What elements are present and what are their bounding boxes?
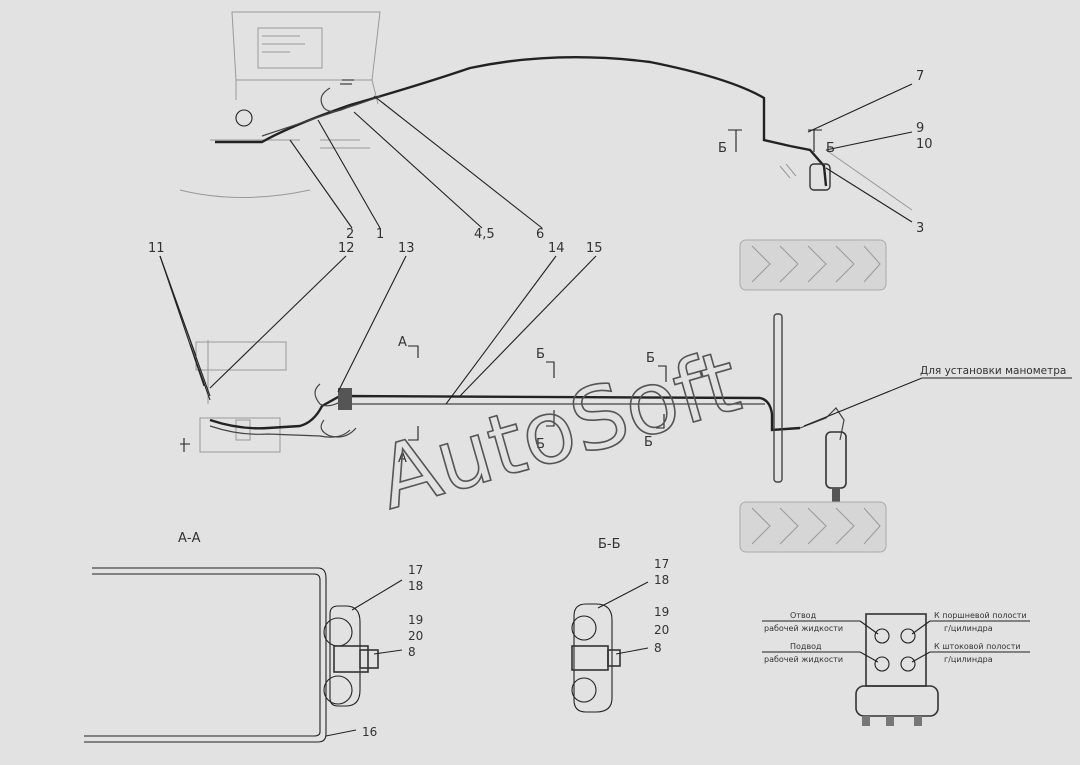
middle-leaders (159, 255, 1072, 427)
section-mark-a-bottom: А (398, 451, 407, 466)
section-mark-b-mid-3: Б (646, 351, 655, 366)
manometer-note: Для установки манометра (920, 365, 1066, 377)
callout-2: 2 (346, 227, 354, 242)
section-bb-label-17: 17 (654, 557, 669, 571)
valve-left-top-1: Отвод (790, 611, 817, 620)
section-mark-b-mid-2: Б (536, 437, 545, 452)
section-mark-b-mid-4: Б (644, 435, 653, 450)
callout-3: 3 (916, 221, 924, 236)
section-aa-label-18: 18 (408, 579, 423, 593)
section-bb-labels: Б-Б 17 18 19 20 8 (598, 537, 669, 655)
callout-12: 12 (338, 241, 355, 256)
section-bb-title: Б-Б (598, 537, 621, 552)
section-bb-label-19: 19 (654, 605, 669, 619)
valve-left-bottom-1: Подвод (790, 642, 822, 651)
valve-left-bottom-2: рабочей жидкости (764, 655, 843, 664)
section-mark-b-top-2: Б (826, 141, 835, 156)
valve-block-labels: Отвод рабочей жидкости Подвод рабочей жи… (764, 611, 1027, 664)
section-bb-label-18: 18 (654, 573, 669, 587)
section-aa-label-20: 20 (408, 629, 423, 643)
section-bb-label-8: 8 (654, 641, 662, 655)
callout-11: 11 (148, 241, 165, 256)
callout-labels: 2 1 4,5 6 7 9 10 3 11 12 13 14 15 (148, 69, 933, 256)
section-mark-b-top-1: Б (718, 141, 727, 156)
section-aa-label-19: 19 (408, 613, 423, 627)
callout-10: 10 (916, 137, 933, 152)
valve-right-bottom-1: К штоковой полости (934, 642, 1021, 651)
wheel-bottom (739, 501, 887, 553)
section-mark-labels: Б Б А А Б Б Б Б (398, 141, 835, 466)
section-aa-label-17: 17 (408, 563, 423, 577)
top-leaders (289, 83, 913, 229)
middle-section-marks (408, 345, 667, 441)
callout-1: 1 (376, 227, 384, 242)
callout-13: 13 (398, 241, 415, 256)
section-mark-a-top: А (398, 335, 407, 350)
valve-right-bottom-2: г/цилиндра (944, 655, 993, 664)
section-bb-drawing (571, 581, 649, 713)
callout-6: 6 (536, 227, 544, 242)
top-section-marks (728, 129, 822, 152)
callout-15: 15 (586, 241, 603, 256)
section-aa-labels: А-А 17 18 19 20 8 16 (178, 531, 423, 739)
valve-left-top-2: рабочей жидкости (764, 624, 843, 633)
machine-outline-top (179, 11, 381, 198)
callout-9: 9 (916, 121, 924, 136)
section-aa-title: А-А (178, 531, 201, 546)
callout-4-5: 4,5 (474, 227, 495, 242)
top-pipeline (215, 56, 913, 211)
callout-14: 14 (548, 241, 565, 256)
section-aa-drawing (84, 567, 403, 743)
valve-right-top-2: г/цилиндра (944, 624, 993, 633)
middle-pipeline (209, 313, 847, 502)
watermark: AutoSoft (368, 332, 751, 530)
section-aa-label-16: 16 (362, 725, 377, 739)
section-bb-label-20: 20 (654, 623, 669, 637)
wheel-top (739, 239, 887, 291)
valve-right-top-1: К поршневой полости (934, 611, 1027, 620)
callout-7: 7 (916, 69, 924, 84)
valve-block-drawing (762, 613, 1030, 726)
section-mark-b-mid-1: Б (536, 347, 545, 362)
section-aa-label-8: 8 (408, 645, 416, 659)
